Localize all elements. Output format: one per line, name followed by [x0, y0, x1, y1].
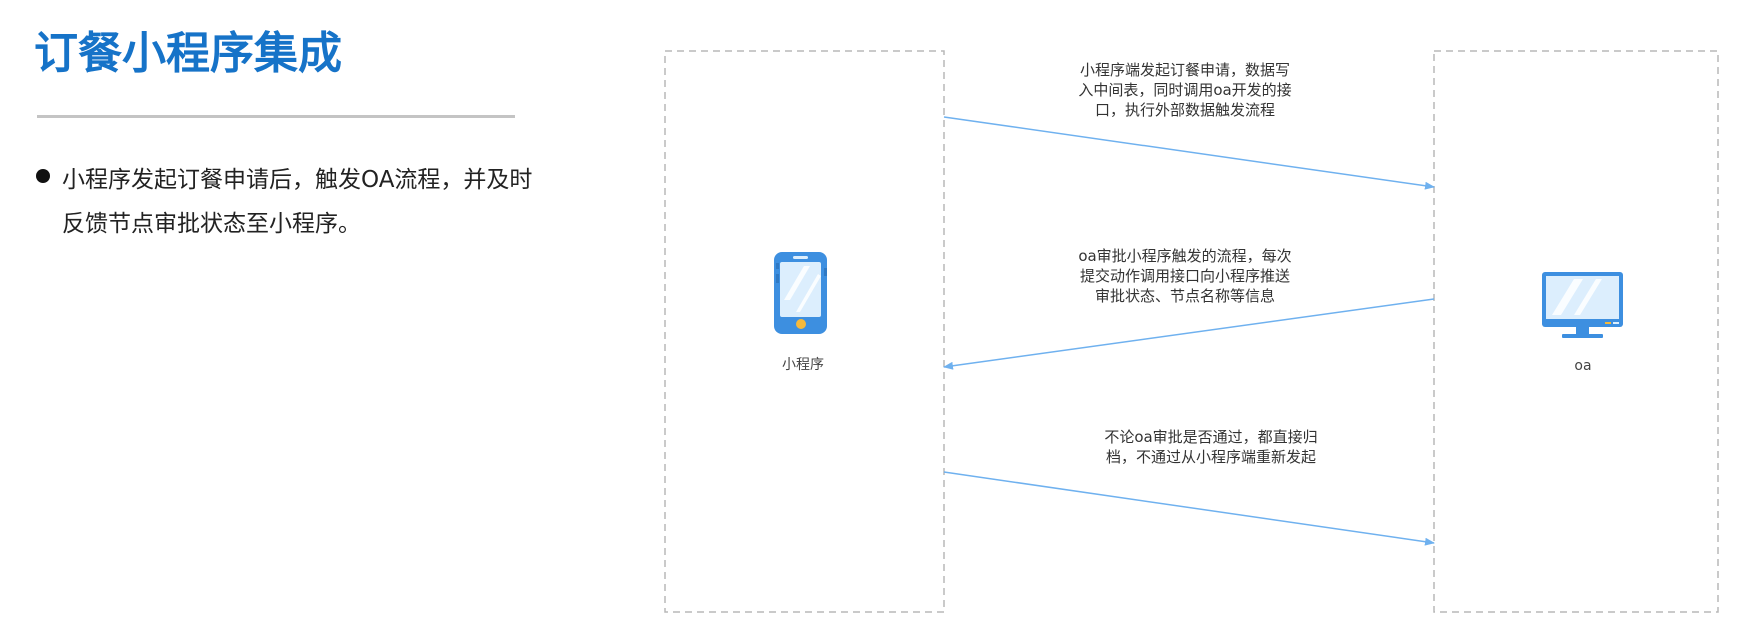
message-label-archive: 不论oa审批是否通过，都直接归 档，不通过从小程序端重新发起 — [1080, 427, 1342, 467]
bullet-text-line2: 反馈节点审批状态至小程序。 — [62, 211, 361, 237]
message-1-line3: 口，执行外部数据触发流程 — [1094, 101, 1275, 119]
message-label-push-status: oa审批小程序触发的流程，每次 提交动作调用接口向小程序推送 审批状态、节点名称… — [1054, 246, 1316, 306]
arrow-archive — [943, 471, 1435, 546]
lane-label-oa: oa — [1574, 358, 1591, 374]
bullet-point: 小程序发起订餐申请后，触发OA流程，并及时 反馈节点审批状态至小程序。 — [36, 158, 596, 246]
smartphone-icon — [774, 252, 827, 334]
message-label-submit-request: 小程序端发起订餐申请，数据写 入中间表，同时调用oa开发的接 口，执行外部数据触… — [1054, 60, 1316, 120]
title-divider — [37, 115, 515, 118]
message-3-line2: 档，不通过从小程序端重新发起 — [1105, 448, 1316, 466]
message-2-line3: 审批状态、节点名称等信息 — [1094, 287, 1275, 305]
page-title: 订餐小程序集成 — [34, 28, 342, 79]
message-2-line1: oa审批小程序触发的流程，每次 — [1078, 247, 1292, 265]
arrow-submit-request — [943, 116, 1435, 190]
arrow-push-status — [943, 298, 1435, 370]
bullet-text-line1: 小程序发起订餐申请后，触发OA流程，并及时 — [62, 167, 533, 193]
bullet-text: 小程序发起订餐申请后，触发OA流程，并及时 反馈节点审批状态至小程序。 — [62, 158, 572, 246]
message-1-line1: 小程序端发起订餐申请，数据写 — [1079, 61, 1290, 79]
message-1-line2: 入中间表，同时调用oa开发的接 — [1078, 81, 1292, 99]
lane-label-miniprogram: 小程序 — [782, 357, 824, 373]
message-3-line1: 不论oa审批是否通过，都直接归 — [1104, 428, 1318, 446]
bullet-dot-icon — [36, 169, 50, 183]
monitor-icon — [1542, 272, 1623, 338]
lane-oa — [1433, 50, 1719, 613]
message-2-line2: 提交动作调用接口向小程序推送 — [1079, 267, 1290, 285]
